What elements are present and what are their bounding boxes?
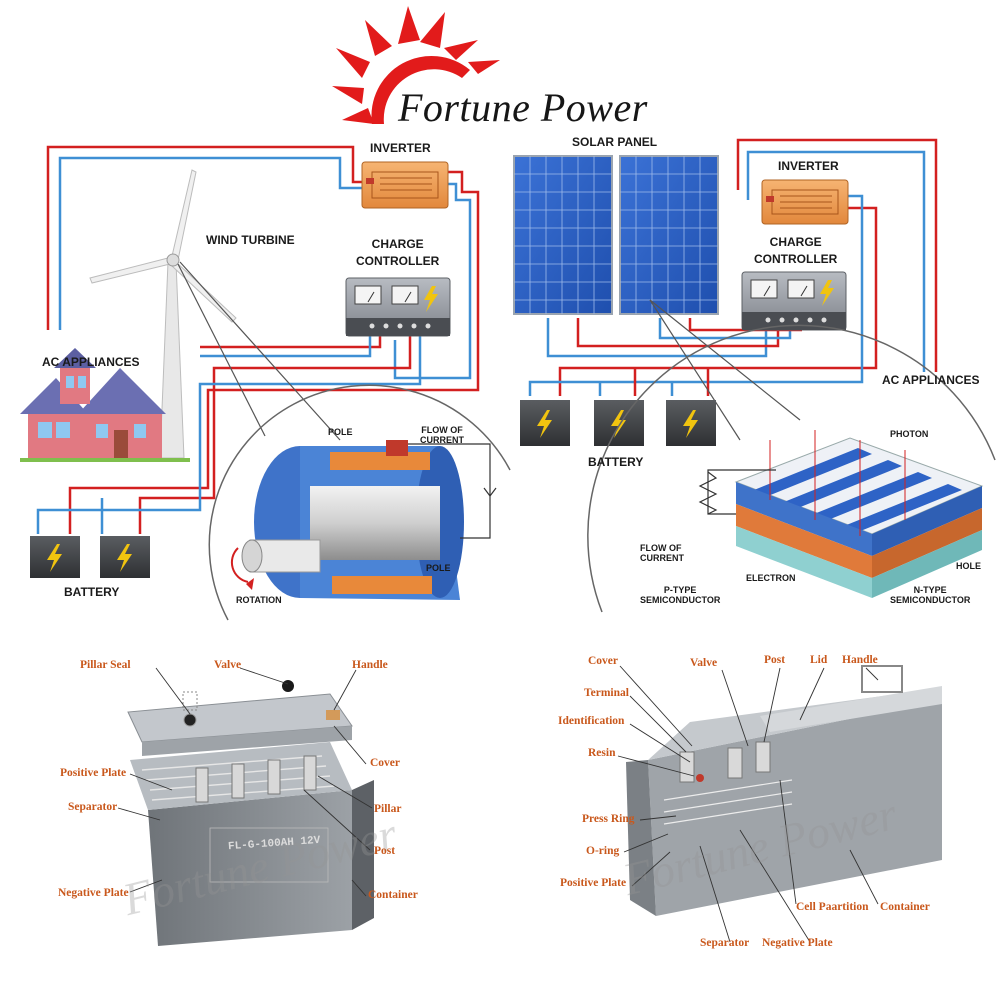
bl-negative-plate: Negative Plate (58, 887, 129, 899)
battery-right-cutaway (626, 665, 942, 916)
wind-inverter (361, 161, 449, 209)
br-cover: Cover (588, 655, 619, 667)
br-positive-plate: Positive Plate (560, 877, 627, 889)
generator-cutaway (208, 384, 511, 621)
wind-charge-controller-label: CHARGE CONTROLLER (356, 237, 440, 269)
br-valve: Valve (690, 657, 718, 669)
wind-inverter-label: INVERTER (370, 141, 431, 155)
wind-turbine (89, 169, 341, 459)
br-negative-plate: Negative Plate (762, 937, 833, 949)
battery-right-leaders (617, 665, 879, 943)
wind-charge-controller (345, 277, 451, 337)
br-press-ring: Press Ring (582, 813, 635, 825)
house (20, 348, 190, 462)
solar-ac-appliances-label: AC APPLIANCES (882, 373, 980, 387)
generator-flow-label: FLOW OF CURRENT (420, 425, 464, 445)
solar-battery-2 (594, 400, 644, 446)
wind-battery-2 (100, 536, 150, 578)
wind-battery-1 (30, 536, 80, 578)
solar-battery-label: BATTERY (588, 455, 644, 469)
generator-pole-top-label: POLE (328, 427, 353, 437)
br-resin: Resin (588, 747, 616, 759)
cell-p-type-label: P-TYPE SEMICONDUCTOR (640, 585, 721, 605)
bl-positive-plate: Positive Plate (60, 767, 127, 779)
solar-panel-label: SOLAR PANEL (572, 135, 658, 149)
solar-battery-3 (666, 400, 716, 446)
generator-pole-bottom-label: POLE (426, 563, 451, 573)
cell-photon-label: PHOTON (890, 429, 929, 439)
solar-charge-controller-label: CHARGE CONTROLLER (754, 235, 838, 267)
solar-panel-2 (619, 155, 801, 441)
bl-valve: Valve (214, 659, 242, 671)
bl-container: Container (368, 889, 418, 901)
generator-rotation-label: ROTATION (236, 595, 282, 605)
br-cell-partition: Cell Paartition (796, 901, 869, 913)
battery-left-cutaway (127, 680, 374, 946)
battery-left-leaders (117, 667, 373, 897)
br-identification: Identification (558, 715, 625, 727)
bl-separator: Separator (68, 801, 118, 813)
bl-handle: Handle (352, 659, 388, 671)
cell-electron-label: ELECTRON (746, 573, 796, 583)
br-post: Post (764, 654, 786, 666)
solar-battery-1 (520, 400, 570, 446)
br-handle: Handle (842, 654, 878, 666)
solar-system-wiring (528, 138, 938, 396)
cell-flow-label: FLOW OF CURRENT (640, 543, 684, 563)
cell-hole-label: HOLE (956, 561, 982, 571)
br-terminal: Terminal (584, 687, 629, 699)
br-lid: Lid (810, 654, 828, 666)
br-container: Container (880, 901, 930, 913)
cell-n-type-label: N-TYPE SEMICONDUCTOR (890, 585, 971, 605)
bl-pillar: Pillar (374, 803, 402, 815)
solar-charge-controller (741, 271, 847, 331)
br-o-ring: O-ring (586, 845, 620, 857)
wind-system-wiring (36, 145, 480, 534)
solar-inverter (761, 179, 849, 225)
wind-turbine-label: WIND TURBINE (206, 233, 295, 247)
solar-cell-cutaway (587, 324, 996, 613)
bl-post: Post (374, 845, 396, 857)
bl-pillar-seal: Pillar Seal (80, 659, 131, 671)
bl-cover: Cover (370, 757, 401, 769)
br-separator: Separator (700, 937, 750, 949)
wind-battery-label: BATTERY (64, 585, 120, 599)
logo-sun-icon (332, 6, 500, 124)
wind-ac-appliances-label: AC APPLIANCES (42, 355, 140, 369)
solar-panel-1 (513, 155, 613, 315)
brand-name: Fortune Power (398, 85, 648, 130)
solar-inverter-label: INVERTER (778, 159, 839, 173)
